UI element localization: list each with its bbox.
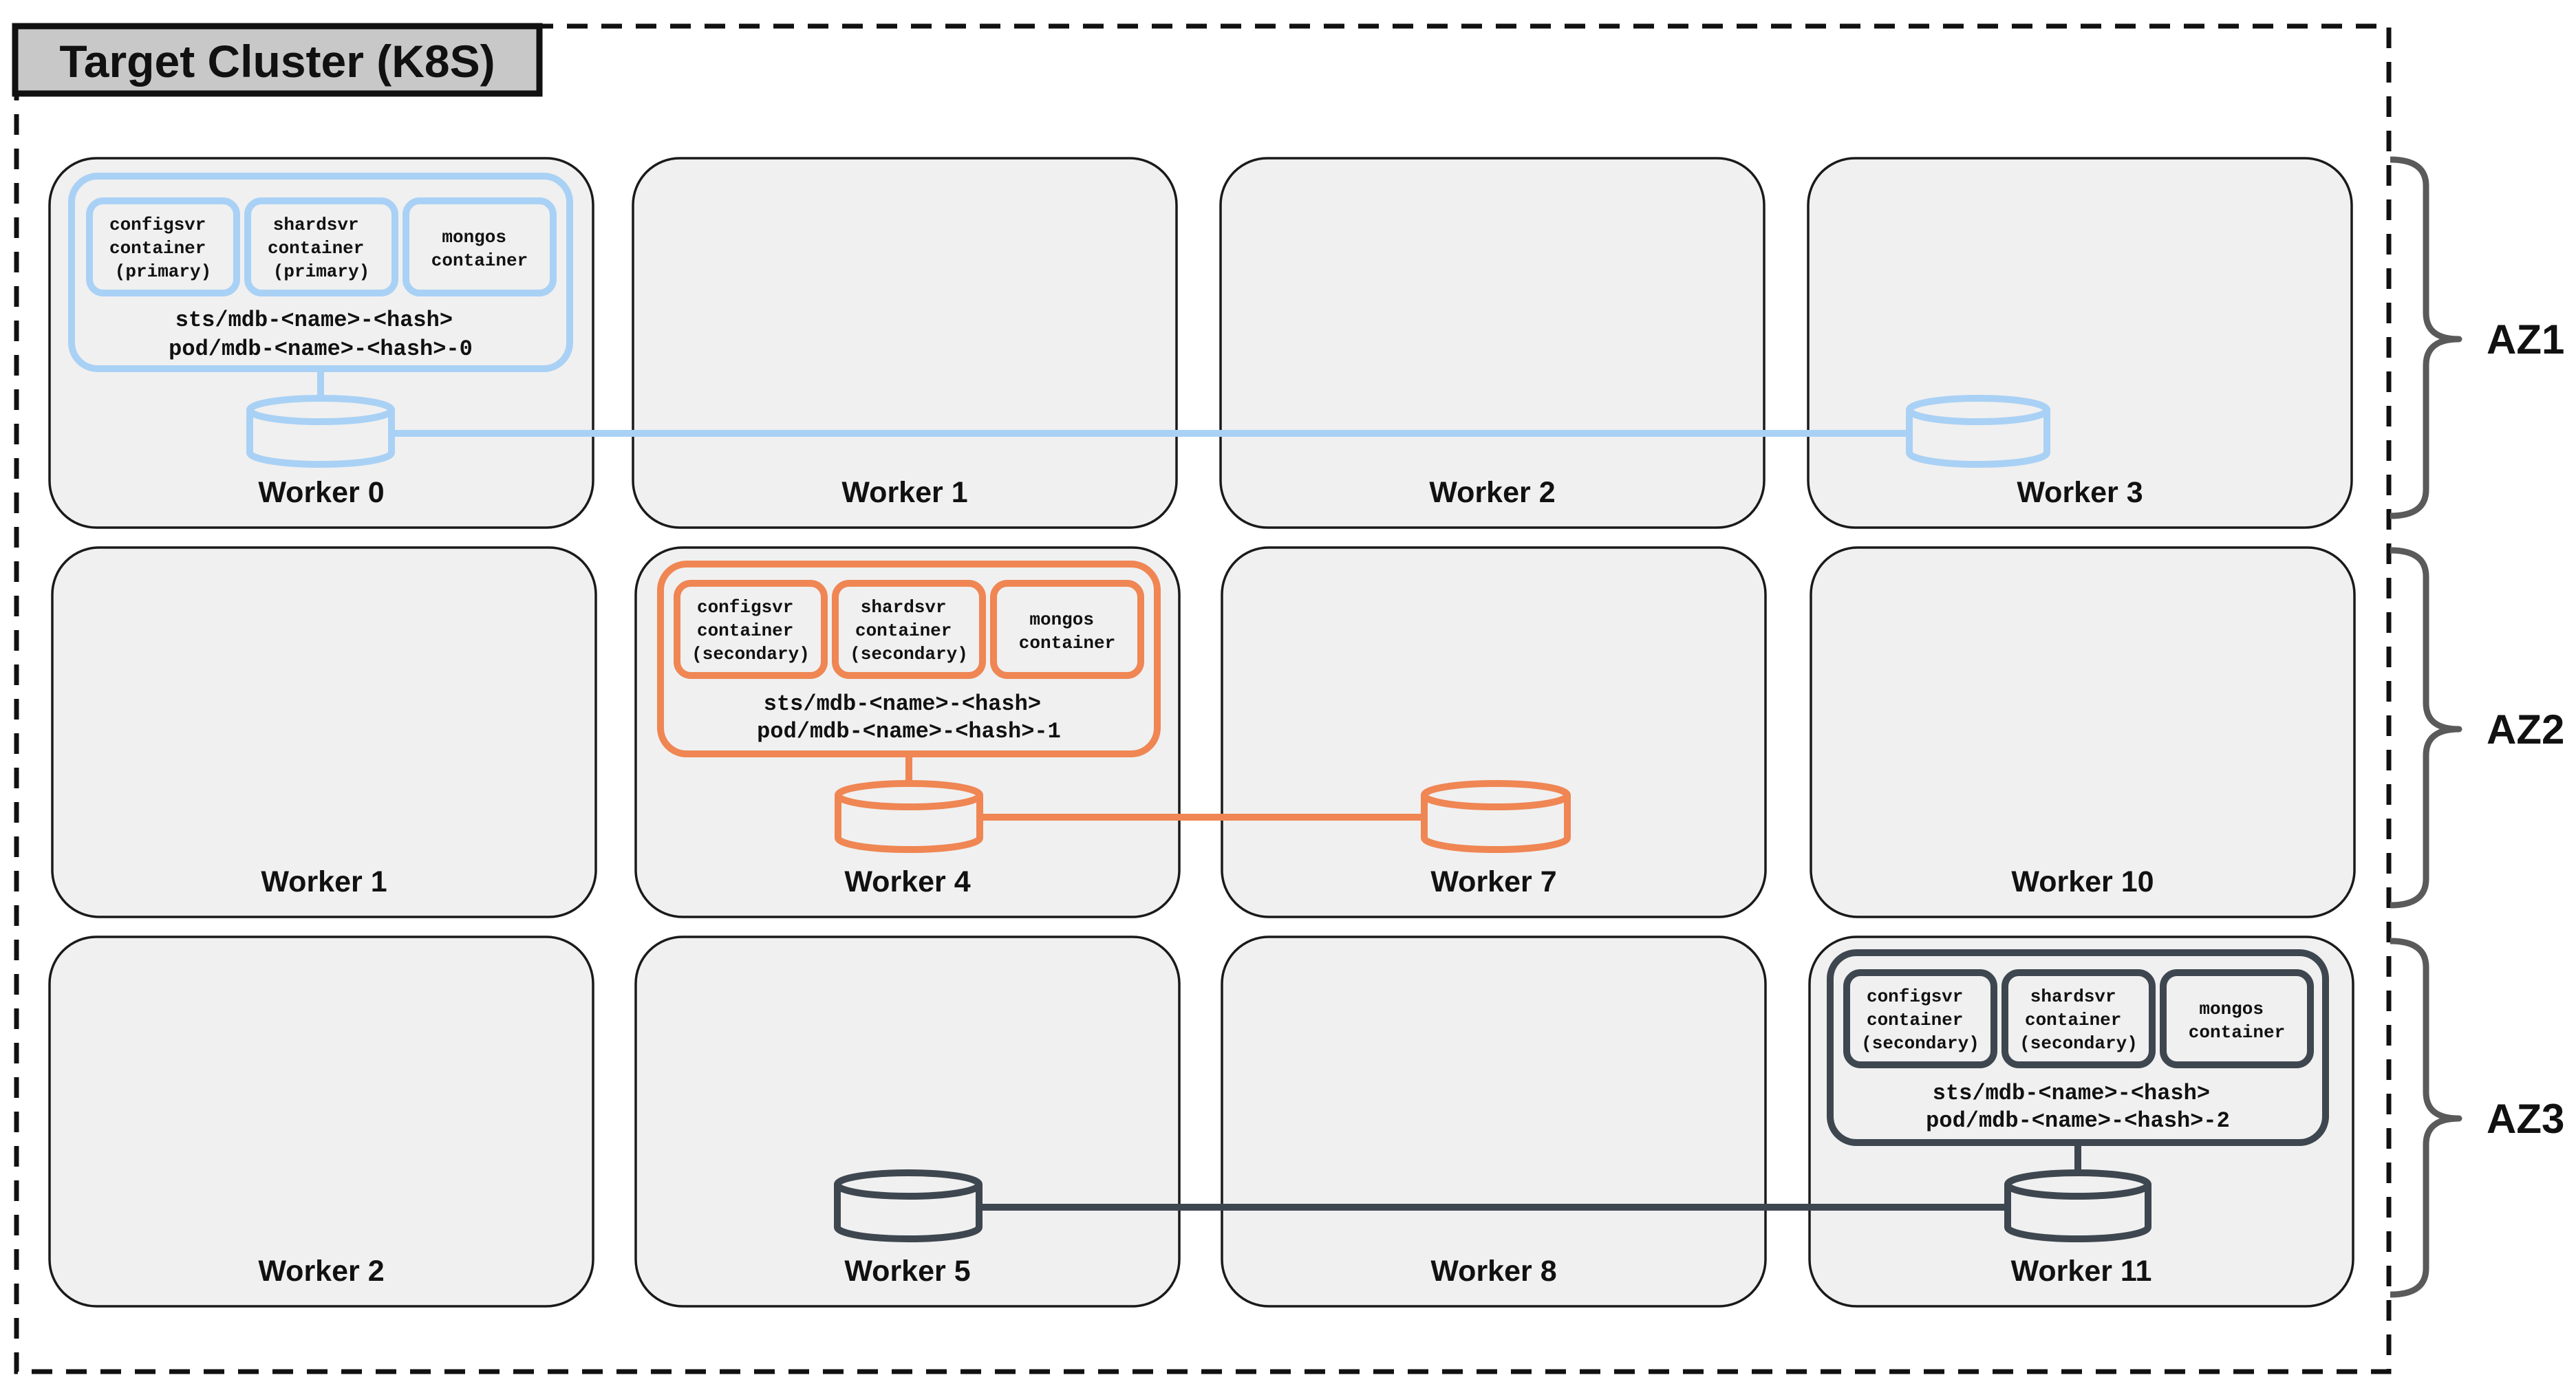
container-box: shardsvr container (primary)	[244, 197, 398, 296]
worker-node: Worker 7	[1221, 546, 1767, 918]
worker-node: Worker 2	[48, 936, 594, 1308]
pod-sts-label: sts/mdb-<name>-<hash>	[175, 307, 453, 333]
container-line: container	[1019, 633, 1115, 653]
container-box: mongos container	[990, 580, 1144, 679]
container-line: container	[697, 620, 793, 641]
container-line: container	[855, 620, 952, 641]
svg-text:shardsvr container: shardsvr container (secondary)	[850, 597, 968, 664]
az-label: AZ3	[2487, 1096, 2564, 1142]
container-line: (secondary)	[691, 644, 810, 664]
az-label: AZ1	[2487, 316, 2564, 363]
container-line: container	[109, 238, 206, 259]
worker-label: Worker 2	[258, 1255, 384, 1288]
worker-node: Worker 2	[1219, 157, 1765, 529]
svg-text:sts/mdb-<name>-<hash> po: sts/mdb-<name>-<hash> pod/mdb-<name>-<ha…	[1926, 1081, 2230, 1134]
az-brace: AZ3	[2390, 938, 2564, 1298]
svg-text:configsvr container: configsvr container (secondary)	[1861, 986, 1979, 1054]
container-line: configsvr	[697, 597, 793, 618]
pod-sts-label: sts/mdb-<name>-<hash>	[1933, 1081, 2210, 1106]
container-box: configsvr container (secondary)	[674, 580, 828, 679]
worker-node: Worker 10	[1810, 546, 2356, 918]
svg-text:shardsvr container: shardsvr container (secondary)	[2019, 986, 2138, 1054]
container-line: (primary)	[115, 261, 211, 282]
svg-text:mongos container: mongos container	[431, 227, 528, 271]
worker-label: Worker 0	[258, 476, 384, 509]
volume-icon	[835, 780, 983, 853]
svg-text:sts/mdb-<name>-<hash> po: sts/mdb-<name>-<hash> pod/mdb-<name>-<ha…	[169, 307, 473, 362]
az-label: AZ2	[2487, 706, 2564, 753]
svg-text:shardsvr container: shardsvr container (primary)	[268, 215, 375, 282]
worker-label: Worker 1	[841, 476, 967, 509]
container-line: mongos	[442, 227, 506, 248]
svg-text:sts/mdb-<name>-<hash> po: sts/mdb-<name>-<hash> pod/mdb-<name>-<ha…	[757, 691, 1061, 744]
container-line: container	[1867, 1010, 1963, 1030]
container-line: container	[2025, 1010, 2121, 1030]
container-box: configsvr container (secondary)	[1843, 969, 1997, 1068]
worker-label: Worker 11	[2011, 1255, 2152, 1288]
container-line: (secondary)	[850, 644, 968, 664]
pod-box: configsvr container (secondary) shardsvr…	[657, 561, 1161, 757]
svg-text:mongos container: mongos container	[2189, 999, 2285, 1043]
pod-box: configsvr container (primary) shardsvr c…	[68, 173, 573, 372]
container-line: mongos	[1029, 609, 1094, 630]
worker-label: Worker 10	[2011, 865, 2154, 898]
worker-label: Worker 3	[2017, 476, 2143, 509]
az-brace: AZ2	[2390, 547, 2564, 909]
container-box: shardsvr container (secondary)	[832, 580, 986, 679]
volume-icon	[834, 1169, 983, 1242]
pod-name-label: pod/mdb-<name>-<hash>-0	[169, 336, 473, 362]
pod-sts-label: sts/mdb-<name>-<hash>	[764, 691, 1041, 717]
worker-label: Worker 7	[1430, 865, 1556, 898]
container-box: configsvr container (primary)	[86, 197, 240, 296]
svg-text:configsvr container: configsvr container (secondary)	[691, 597, 810, 664]
volume-icon	[1906, 395, 2050, 468]
cluster-title-box: Target Cluster (K8S)	[12, 23, 543, 97]
pod-name-label: pod/mdb-<name>-<hash>-1	[757, 719, 1061, 744]
container-line: (secondary)	[1861, 1033, 1979, 1054]
svg-text:mongos container: mongos container	[1019, 609, 1115, 653]
container-line: container	[268, 238, 364, 259]
container-line: shardsvr	[861, 597, 947, 618]
worker-node: Worker 8	[1221, 936, 1767, 1308]
volume-icon	[246, 395, 395, 468]
worker-node: Worker 1	[51, 546, 597, 918]
az-brace: AZ1	[2390, 156, 2564, 519]
volume-icon	[1421, 780, 1571, 853]
worker-label: Worker 2	[1429, 476, 1555, 509]
volume-icon	[2004, 1169, 2151, 1242]
worker-label: Worker 4	[844, 865, 970, 898]
container-line: configsvr	[109, 215, 206, 235]
worker-node: Worker 3	[1807, 157, 2353, 529]
container-line: container	[2189, 1022, 2285, 1043]
cluster-boundary	[14, 23, 2392, 1374]
container-line: shardsvr	[2030, 986, 2116, 1007]
container-line: (primary)	[273, 261, 369, 282]
container-box: mongos container	[2160, 969, 2314, 1068]
worker-node: Worker 11	[1808, 936, 2354, 1308]
svg-text:configsvr container: configsvr container (primary)	[109, 215, 217, 282]
worker-label: Worker 1	[261, 865, 387, 898]
pod-name-label: pod/mdb-<name>-<hash>-2	[1926, 1108, 2230, 1134]
worker-label: Worker 5	[844, 1255, 970, 1288]
worker-node: Worker 1	[632, 157, 1178, 529]
cluster-title: Target Cluster (K8S)	[59, 36, 495, 87]
container-box: mongos container	[402, 197, 557, 296]
container-line: shardsvr	[273, 215, 359, 235]
worker-node: Worker 4	[634, 546, 1181, 918]
worker-node: Worker 5	[634, 936, 1181, 1308]
container-line: (secondary)	[2019, 1033, 2138, 1054]
container-box: shardsvr container (secondary)	[2001, 969, 2156, 1068]
container-line: container	[431, 250, 528, 271]
worker-label: Worker 8	[1430, 1255, 1556, 1288]
container-line: mongos	[2199, 999, 2264, 1019]
container-line: configsvr	[1867, 986, 1963, 1007]
